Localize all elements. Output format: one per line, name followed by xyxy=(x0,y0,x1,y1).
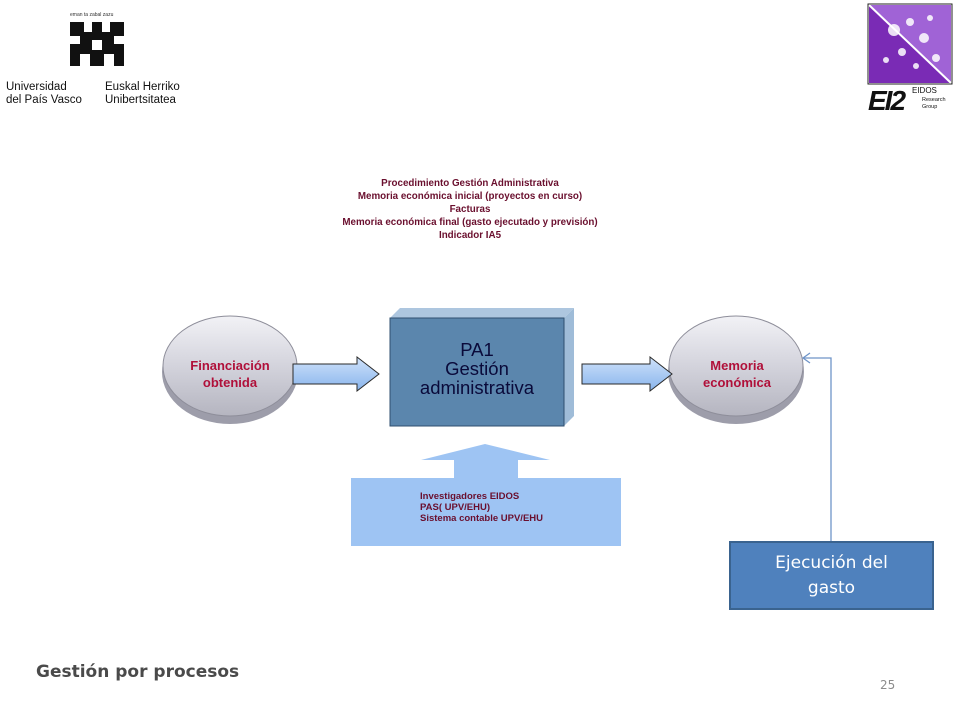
input-node-line-2: obtenida xyxy=(202,375,258,390)
flow-arrow-output xyxy=(581,355,673,393)
feedback-connector xyxy=(801,352,832,541)
procedure-line: Memoria económica final (gasto ejecutado… xyxy=(342,217,598,228)
process-node-line-2: Gestión xyxy=(445,358,509,379)
procedure-line: Procedimiento Gestión Administrativa xyxy=(381,178,559,189)
process-node-label: PA1 Gestión administrativa xyxy=(390,340,564,397)
upv-name-eu-2: Unibertsitatea xyxy=(105,94,176,106)
resources-node xyxy=(351,444,621,546)
process-node-line-3: administrativa xyxy=(419,377,535,398)
procedure-line: Indicador IA5 xyxy=(438,230,502,241)
output-node-line-1: Memoria xyxy=(710,358,764,373)
input-node-line-1: Financiación xyxy=(190,358,270,373)
resource-item: Investigadores EIDOS xyxy=(420,491,520,502)
resource-item: Sistema contable UPV/EHU xyxy=(420,513,544,524)
upv-ehu-logo: eman ta zabal zazu Universidad del País … xyxy=(0,12,190,110)
procedure-line: Memoria económica inicial (proyectos en … xyxy=(357,191,583,202)
eidos-logo xyxy=(867,3,953,85)
upv-name-eu-1: Euskal Herriko xyxy=(105,81,180,93)
execution-box: Ejecución del gasto xyxy=(729,541,934,610)
resource-item: PAS( UPV/EHU) xyxy=(420,502,491,513)
footer-title: Gestión por procesos xyxy=(36,662,240,682)
execution-box-line-2: gasto xyxy=(807,577,856,598)
input-node-financiacion xyxy=(162,315,298,424)
upv-name-es-1: Universidad xyxy=(6,81,67,93)
upv-motto: eman ta zabal zazu xyxy=(70,12,114,18)
upv-tree-emblem-icon xyxy=(70,22,124,66)
resources-list: Investigadores EIDOS PAS( UPV/EHU) Siste… xyxy=(420,491,543,524)
procedure-line: Facturas xyxy=(449,204,491,215)
procedure-documents-list: Procedimiento Gestión Administrativa Mem… xyxy=(300,177,640,242)
eidos-name: EIDOS xyxy=(912,86,937,95)
output-node-line-2: económica xyxy=(703,375,771,390)
process-node-code: PA1 xyxy=(460,339,494,360)
eidos-sub-1: Research xyxy=(922,97,946,103)
eidos-sub-2: Group xyxy=(922,104,938,110)
input-node-label: Financiación obtenida xyxy=(163,357,297,391)
process-node-pa1 xyxy=(389,308,574,427)
eidos-mark: EI2 xyxy=(868,85,906,116)
output-node-label: Memoria económica xyxy=(670,357,804,391)
flow-arrow-input xyxy=(292,355,380,393)
output-node-memoria xyxy=(668,315,804,424)
page-number: 25 xyxy=(880,678,896,692)
upv-name-es-2: del País Vasco xyxy=(6,94,82,106)
execution-box-line-1: Ejecución del xyxy=(775,552,888,573)
